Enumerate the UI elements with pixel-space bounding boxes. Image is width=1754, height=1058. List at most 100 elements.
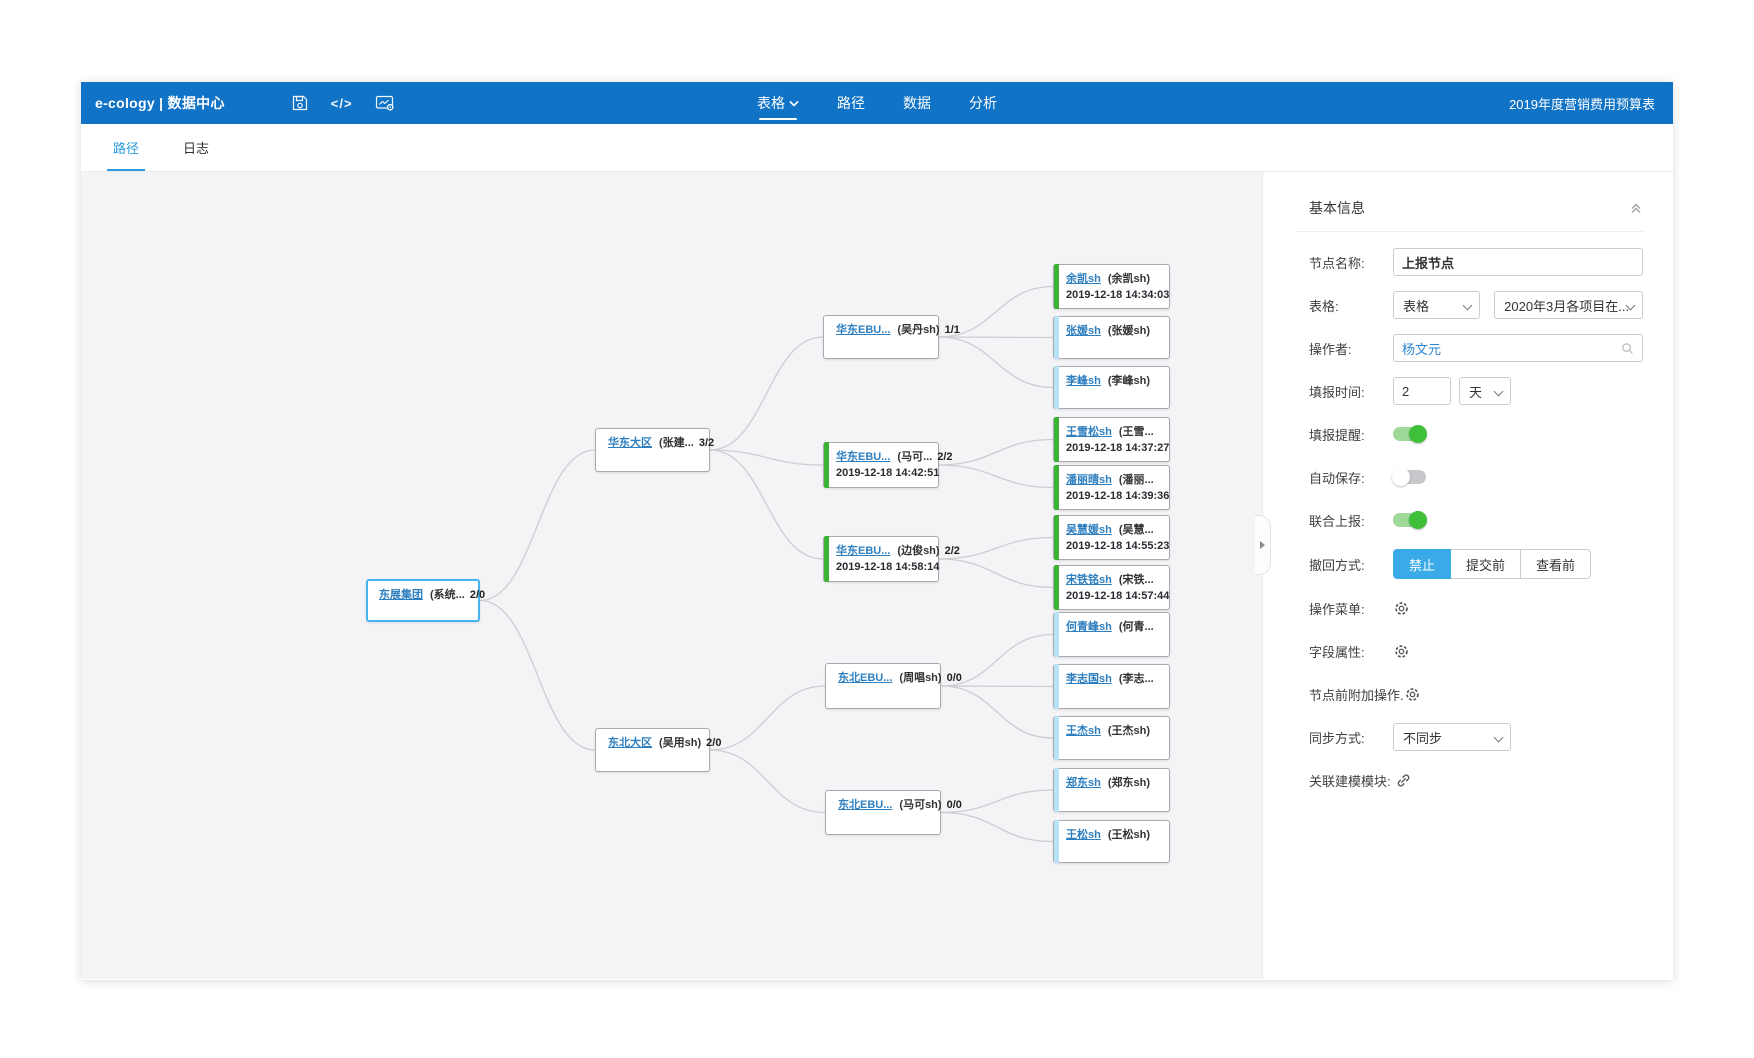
panel-title: 基本信息	[1309, 200, 1365, 216]
tree-node-hd-ebu1[interactable]: 华东EBU...(吴丹sh)1/1	[823, 315, 960, 359]
panel-collapse-handle[interactable]	[1255, 515, 1271, 575]
node-link[interactable]: 王杰sh	[1066, 725, 1101, 737]
withdraw-segmented-control: 禁止 提交前 查看前	[1393, 549, 1592, 579]
field-attr-gear-icon[interactable]	[1393, 643, 1410, 660]
tree-node-heqingfeng[interactable]: 何青峰sh(何青...	[1053, 612, 1170, 657]
node-link[interactable]: 东北大区	[608, 737, 652, 749]
node-link[interactable]: 东北EBU...	[838, 672, 893, 684]
tree-node-db[interactable]: 东北大区(吴用sh)2/0	[595, 728, 721, 772]
fill-time-input[interactable]: 2	[1393, 377, 1451, 405]
node-timestamp: 2019-12-18 14:37:27	[1066, 442, 1170, 454]
node-link[interactable]: 余凯sh	[1066, 273, 1101, 285]
node-timestamp: 2019-12-18 14:58:14	[836, 561, 940, 573]
status-bar	[824, 442, 829, 488]
node-link[interactable]: 何青峰sh	[1066, 621, 1112, 633]
node-link[interactable]: 东展集团	[379, 589, 423, 601]
field-label-pre-action: 节点前附加操作.	[1309, 687, 1404, 703]
table-source-select[interactable]: 2020年3月各项目在...	[1494, 291, 1643, 319]
tree-node-hd[interactable]: 华东大区 (张建... 3/2	[595, 428, 714, 472]
save-icon[interactable]	[291, 94, 309, 112]
double-chevron-up-icon[interactable]	[1629, 201, 1643, 215]
node-link[interactable]: 吴慧媛sh	[1066, 524, 1112, 536]
node-link[interactable]: 郑东sh	[1066, 777, 1101, 789]
node-link[interactable]: 张媛sh	[1066, 325, 1101, 337]
node-operator: (李志...	[1118, 673, 1154, 685]
tree-node-wangxuesong[interactable]: 王雪松sh (王雪... 2019-12-18 14:37:27	[1053, 417, 1170, 462]
action-menu-gear-icon[interactable]	[1393, 600, 1410, 617]
tree-node-root[interactable]: 东展集团(系统...2/0	[366, 579, 485, 622]
chevron-down-icon	[789, 100, 799, 107]
field-label-operator: 操作者:	[1309, 341, 1352, 357]
sync-mode-select[interactable]: 不同步	[1393, 723, 1511, 751]
node-timestamp: 2019-12-18 14:57:44	[1066, 590, 1170, 602]
tree-node-lifeng[interactable]: 李峰sh(李峰sh)	[1053, 366, 1170, 409]
tree-node-db-ebu1[interactable]: 东北EBU...(周唱sh)0/0	[825, 663, 962, 709]
status-bar	[1054, 316, 1059, 359]
operator-input[interactable]: 杨文元	[1393, 334, 1643, 362]
autosave-toggle[interactable]	[1392, 468, 1426, 486]
active-nav-underline	[759, 118, 797, 120]
node-link[interactable]: 华东EBU...	[836, 451, 891, 463]
withdraw-option-before-submit[interactable]: 提交前	[1451, 549, 1522, 579]
node-operator: (周唱sh)	[899, 672, 942, 684]
report-preview-icon[interactable]	[375, 94, 395, 112]
node-link[interactable]: 王雪松sh	[1066, 426, 1112, 438]
tree-node-yukai[interactable]: 余凯sh(余凯sh)2019-12-18 14:34:03	[1053, 264, 1170, 309]
node-name-input[interactable]: 上报节点	[1393, 248, 1643, 276]
toggle-knob	[1392, 468, 1410, 486]
code-icon[interactable]: </>	[330, 95, 353, 111]
node-operator: (王雪...	[1118, 426, 1154, 438]
tree-node-db-ebu2[interactable]: 东北EBU...(马可sh)0/0	[825, 790, 962, 835]
status-bar	[1054, 820, 1059, 863]
tab-path[interactable]: 路径	[107, 138, 146, 171]
node-link[interactable]: 华东EBU...	[836, 324, 891, 336]
field-label-field-attr: 字段属性:	[1309, 644, 1365, 660]
field-label-joint-report: 联合上报:	[1309, 513, 1365, 529]
node-link[interactable]: 华东EBU...	[836, 545, 891, 557]
node-count: 2/0	[706, 737, 722, 749]
node-link[interactable]: 宋铁铭sh	[1066, 574, 1112, 586]
tree-node-panliqing[interactable]: 潘丽晴sh(潘丽...2019-12-18 14:39:36	[1053, 465, 1170, 510]
withdraw-option-before-view[interactable]: 查看前	[1521, 549, 1592, 579]
fill-time-unit-select[interactable]: 天	[1459, 377, 1511, 405]
tree-node-lizhiguo[interactable]: 李志国sh (李志...	[1053, 664, 1170, 709]
node-operator: (张媛sh)	[1107, 325, 1151, 337]
nav-tab-analysis[interactable]: 分析	[969, 95, 997, 111]
pre-action-gear-icon[interactable]	[1404, 686, 1421, 703]
node-link[interactable]: 华东大区	[608, 437, 652, 449]
node-operator: (张建...	[659, 437, 694, 449]
node-count: 3/2	[698, 437, 715, 449]
node-link[interactable]: 潘丽晴sh	[1066, 474, 1112, 486]
tree-node-wuhuiyuan[interactable]: 吴慧媛sh(吴慧...2019-12-18 14:55:23	[1053, 515, 1170, 560]
tree-node-songtieming[interactable]: 宋铁铭sh(宋铁...2019-12-18 14:57:44	[1053, 565, 1170, 610]
joint-report-toggle[interactable]	[1393, 511, 1427, 529]
node-link[interactable]: 东北EBU...	[838, 799, 893, 811]
active-tab-underline	[107, 169, 146, 171]
node-link[interactable]: 李峰sh	[1066, 375, 1101, 387]
toggle-knob	[1409, 511, 1427, 529]
nav-tab-data[interactable]: 数据	[903, 95, 931, 111]
table-type-select[interactable]: 表格	[1393, 291, 1481, 319]
field-label-rel-module: 关联建模模块:	[1309, 773, 1391, 789]
node-link[interactable]: 王松sh	[1066, 829, 1101, 841]
tree-node-zhangyuan[interactable]: 张媛sh (张媛sh)	[1053, 316, 1170, 359]
operator-value: 杨文元	[1402, 341, 1442, 357]
status-bar	[1054, 768, 1059, 812]
nav-tab-table[interactable]: 表格	[757, 82, 799, 124]
node-operator: (马可...	[897, 451, 933, 463]
nav-tab-path[interactable]: 路径	[837, 95, 865, 111]
withdraw-option-forbid[interactable]: 禁止	[1393, 549, 1452, 579]
remind-toggle[interactable]	[1393, 425, 1427, 443]
status-bar	[1054, 264, 1059, 309]
tab-log[interactable]: 日志	[183, 141, 210, 156]
link-icon[interactable]	[1395, 772, 1412, 789]
tree-node-wangjie[interactable]: 王杰sh(王杰sh)	[1053, 716, 1170, 760]
tree-node-zhengdong[interactable]: 郑东sh (郑东sh)	[1053, 768, 1170, 812]
node-operator: (郑东sh)	[1107, 777, 1151, 789]
tree-node-wangsong[interactable]: 王松sh(王松sh)	[1053, 820, 1170, 863]
properties-panel: 基本信息 节点名称: 上报节点 表格: 表格 2020年3月各项目在...	[1262, 172, 1673, 979]
node-link[interactable]: 李志国sh	[1066, 673, 1112, 685]
divider	[1295, 231, 1643, 232]
